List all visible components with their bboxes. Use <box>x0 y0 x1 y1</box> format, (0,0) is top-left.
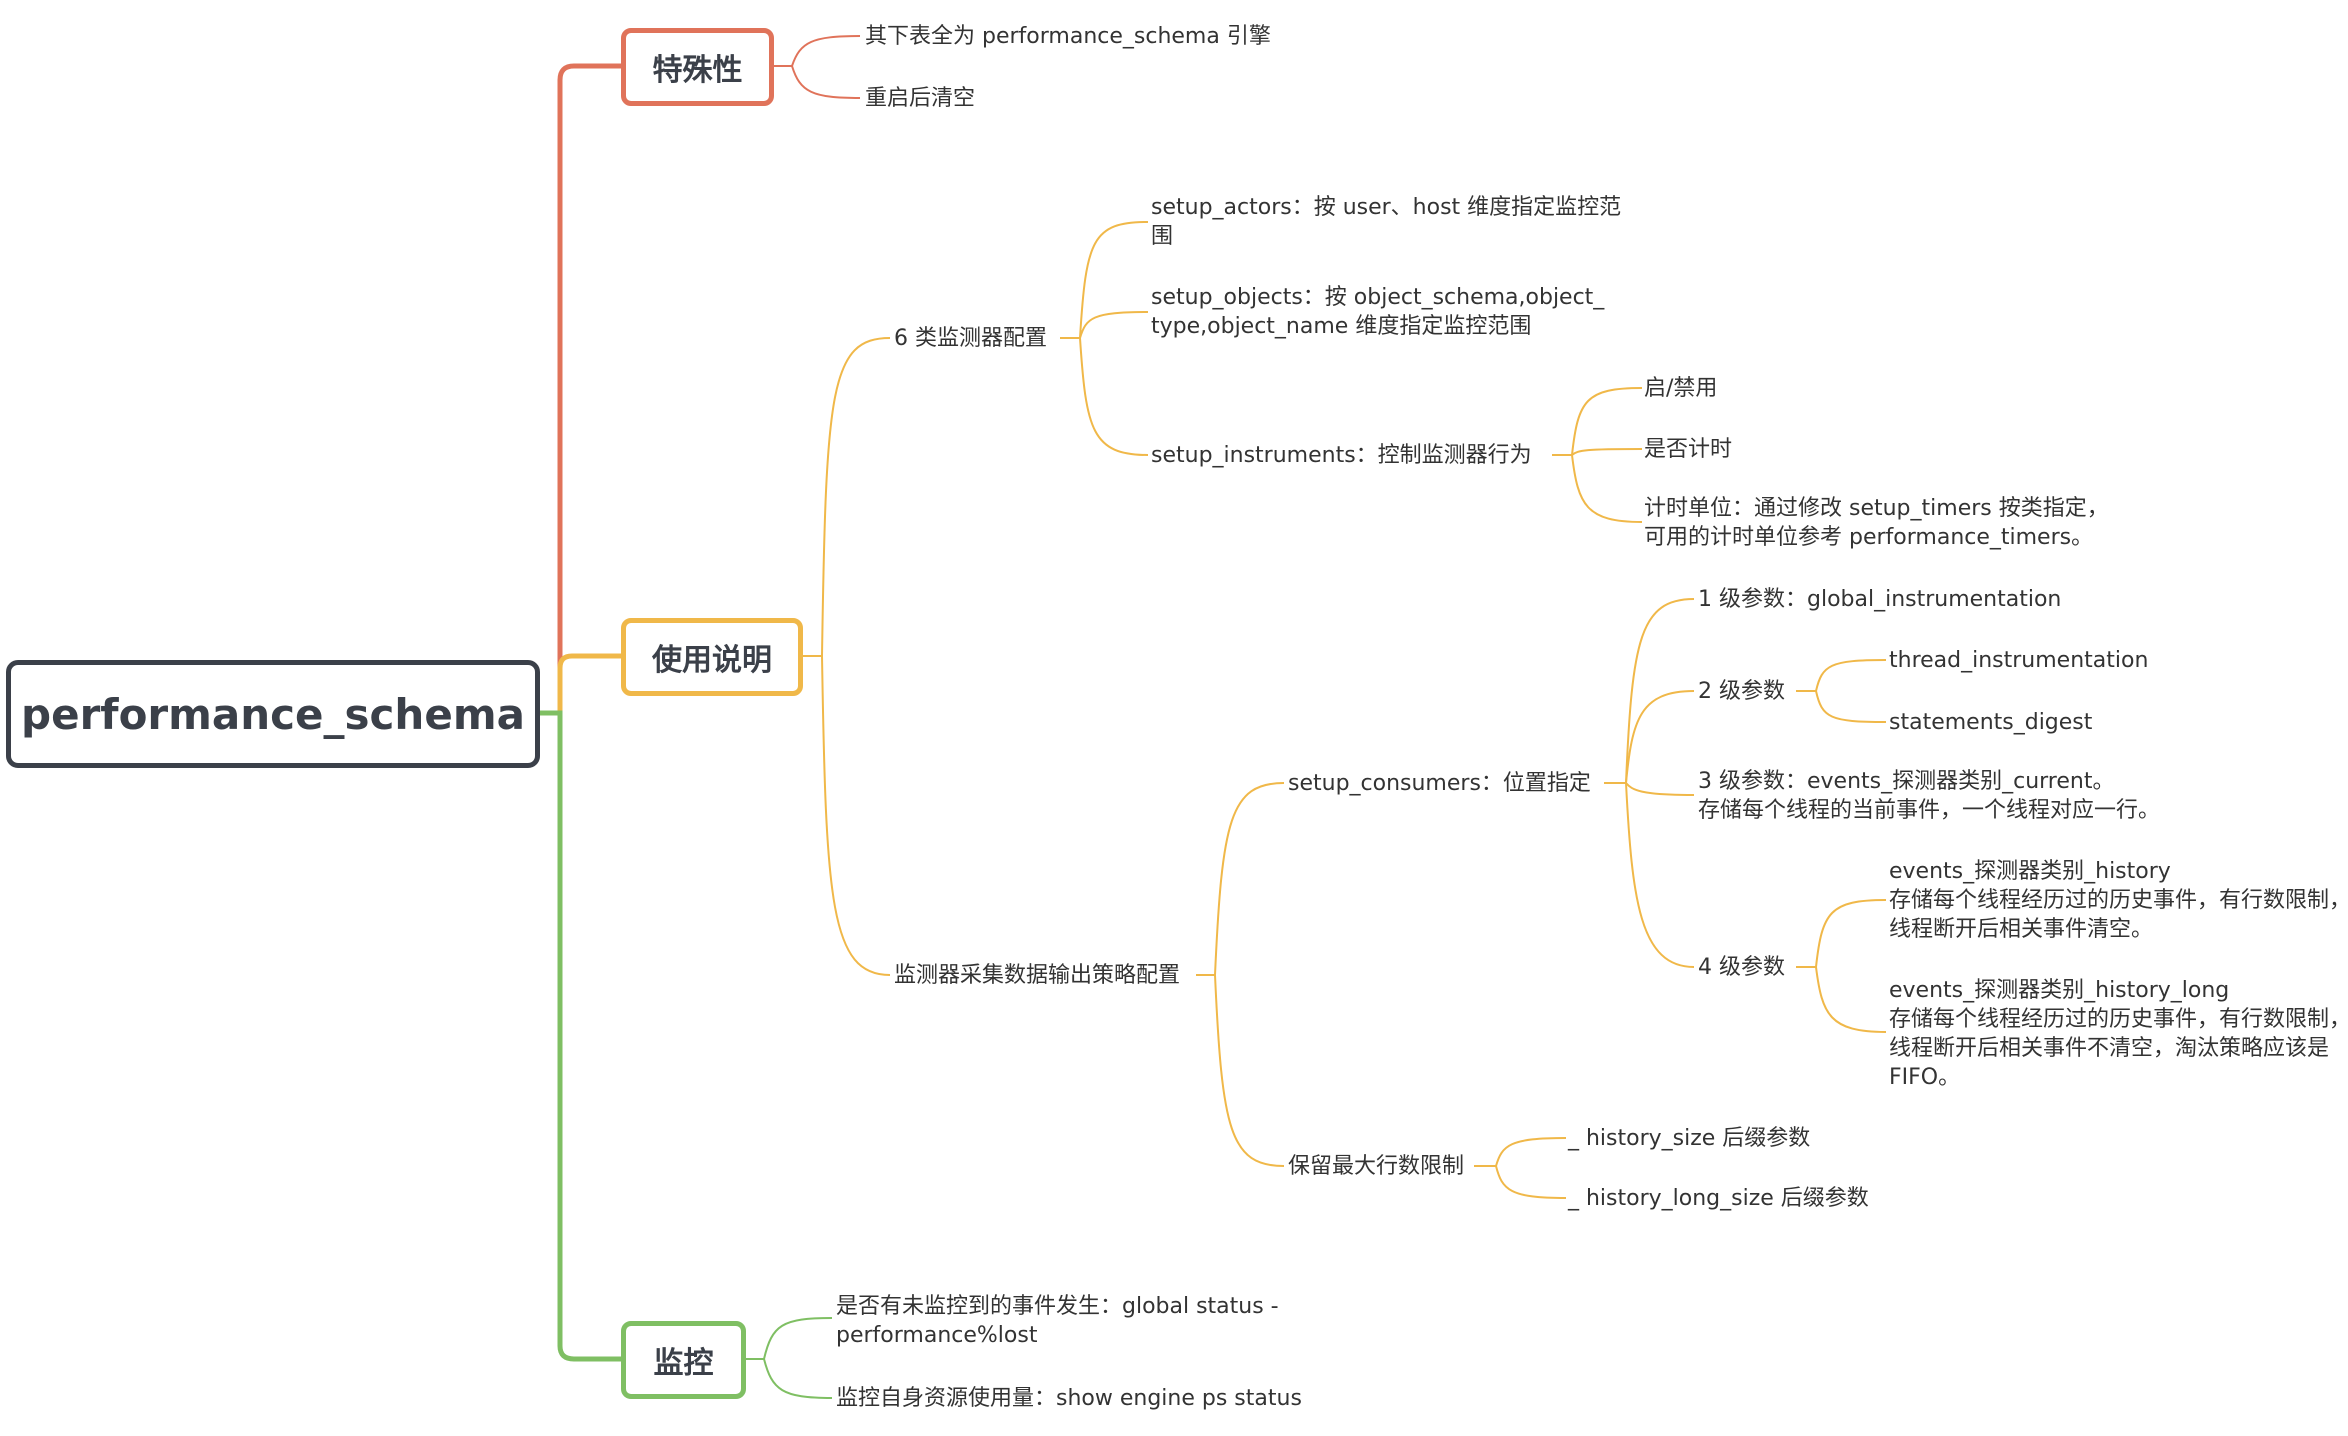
history-size-param[interactable]: _ history_size 后缀参数 <box>1568 1126 1811 1151</box>
root-label: performance_schema <box>21 689 525 739</box>
instruments-timed[interactable]: 是否计时 <box>1644 437 1733 462</box>
leaf-engine-note[interactable]: 其下表全为 performance_schema 引擎 <box>865 24 1271 49</box>
level4-history-long[interactable]: events_探测器类别_history_long 存储每个线程经历过的历史事件… <box>1889 978 2348 1090</box>
topic-monitor-config[interactable]: 6 类监测器配置 <box>894 326 1047 351</box>
trunk-line-yellow <box>540 653 621 716</box>
branch-label: 特殊性 <box>652 53 743 88</box>
root-node[interactable]: performance_schema <box>6 660 540 768</box>
consumer-level4[interactable]: 4 级参数 <box>1698 955 1785 980</box>
setup-consumers-node[interactable]: setup_consumers：位置指定 <box>1288 771 1591 796</box>
level2-statements[interactable]: statements_digest <box>1889 710 2093 735</box>
consumer-level1[interactable]: 1 级参数：global_instrumentation <box>1698 587 2062 612</box>
setup-instruments-node[interactable]: setup_instruments：控制监测器行为 <box>1151 443 1532 468</box>
topic-output-config[interactable]: 监测器采集数据输出策略配置 <box>894 963 1181 988</box>
leaf-lost-events[interactable]: 是否有未监控到的事件发生：global status - performance… <box>836 1294 1279 1348</box>
setup-actors-node[interactable]: setup_actors：按 user、host 维度指定监控范 围 <box>1151 195 1622 249</box>
branch-node-characteristics[interactable]: 特殊性 <box>621 28 774 106</box>
level2-thread[interactable]: thread_instrumentation <box>1889 648 2149 673</box>
branch-node-usage[interactable]: 使用说明 <box>621 618 803 696</box>
max-rows-node[interactable]: 保留最大行数限制 <box>1288 1154 1465 1179</box>
trunk-line-green <box>540 710 621 1362</box>
consumer-level3[interactable]: 3 级参数：events_探测器类别_current。 存储每个线程的当前事件，… <box>1698 769 2161 823</box>
branch-node-monitoring[interactable]: 监控 <box>621 1321 746 1399</box>
instruments-enable[interactable]: 启/禁用 <box>1644 376 1718 401</box>
branch-label: 监控 <box>653 1346 714 1381</box>
branch-label: 使用说明 <box>652 643 772 678</box>
instruments-unit[interactable]: 计时单位：通过修改 setup_timers 按类指定， 可用的计时单位参考 p… <box>1644 496 2109 550</box>
consumer-level2[interactable]: 2 级参数 <box>1698 679 1785 704</box>
level4-history[interactable]: events_探测器类别_history 存储每个线程经历过的历史事件，有行数限… <box>1889 859 2348 942</box>
setup-objects-node[interactable]: setup_objects：按 object_schema,object_ ty… <box>1151 285 1605 339</box>
leaf-resource-usage[interactable]: 监控自身资源使用量：show engine ps status <box>836 1386 1302 1411</box>
trunk-line-red <box>540 63 621 716</box>
leaf-restart-note[interactable]: 重启后清空 <box>865 86 976 111</box>
history-long-size-param[interactable]: _ history_long_size 后缀参数 <box>1568 1186 1869 1211</box>
